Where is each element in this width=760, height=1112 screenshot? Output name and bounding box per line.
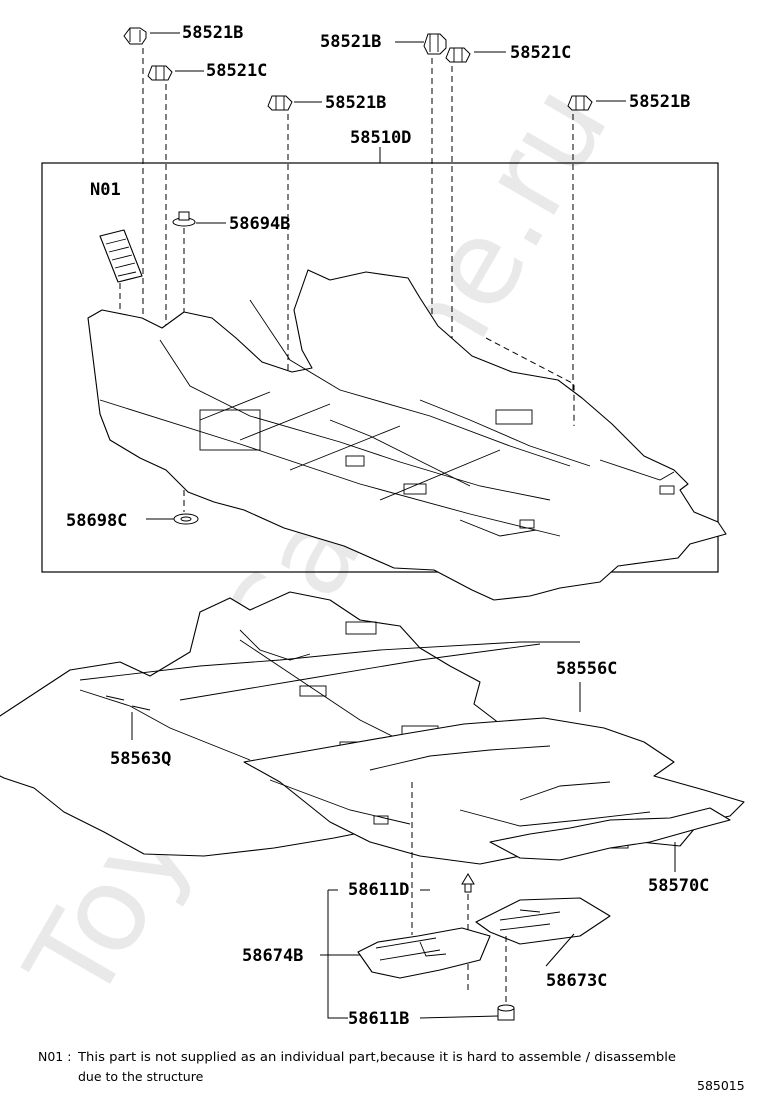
footnote-code: N01 : — [38, 1049, 71, 1064]
clip-58521b-5-icon — [267, 95, 293, 111]
label-58611d: 58611D — [348, 880, 409, 900]
n01-mat-icon — [99, 229, 143, 283]
footnote-line1: This part is not supplied as an individu… — [77, 1049, 676, 1064]
clip-58521b-6-icon — [567, 95, 593, 111]
label-58570c: 58570C — [648, 876, 709, 896]
label-n01: N01 — [90, 180, 121, 200]
floor-silencer-front-58563q — [79, 689, 251, 761]
floor-pad-58674b — [357, 927, 491, 979]
clip-58521b-3-icon — [423, 33, 447, 55]
grommet-58694b-icon — [172, 211, 196, 227]
label-58556c: 58556C — [556, 659, 617, 679]
clip-58611b-icon — [497, 1004, 515, 1021]
label-58611b: 58611B — [348, 1009, 409, 1029]
label-58694b: 58694B — [229, 214, 290, 234]
diagram-code: 585015 — [697, 1078, 745, 1093]
label-58674b: 58674B — [242, 946, 303, 966]
clip-58521b-1-icon — [123, 27, 147, 45]
clip-58521c-2-icon — [147, 65, 173, 81]
label-58521b-5: 58521B — [325, 93, 386, 113]
floor-carpet-58510d — [87, 269, 727, 601]
label-58521c-2: 58521C — [206, 61, 267, 81]
label-58698c: 58698C — [66, 511, 127, 531]
clip-58611d-icon — [461, 873, 475, 893]
grommet-58698c-icon — [173, 513, 199, 525]
label-58521b-3: 58521B — [320, 32, 381, 52]
clip-58521c-4-icon — [445, 47, 471, 63]
label-58521c-4: 58521C — [510, 43, 571, 63]
label-58510d: 58510D — [350, 128, 411, 148]
label-58521b-1: 58521B — [182, 23, 243, 43]
label-58563q: 58563Q — [110, 749, 171, 769]
label-58673c: 58673C — [546, 971, 607, 991]
label-58521b-6: 58521B — [629, 92, 690, 112]
floor-pad-58673c — [475, 897, 611, 945]
floor-silencer-rear-58570c — [243, 717, 745, 865]
footnote-line2: due to the structure — [78, 1069, 204, 1084]
